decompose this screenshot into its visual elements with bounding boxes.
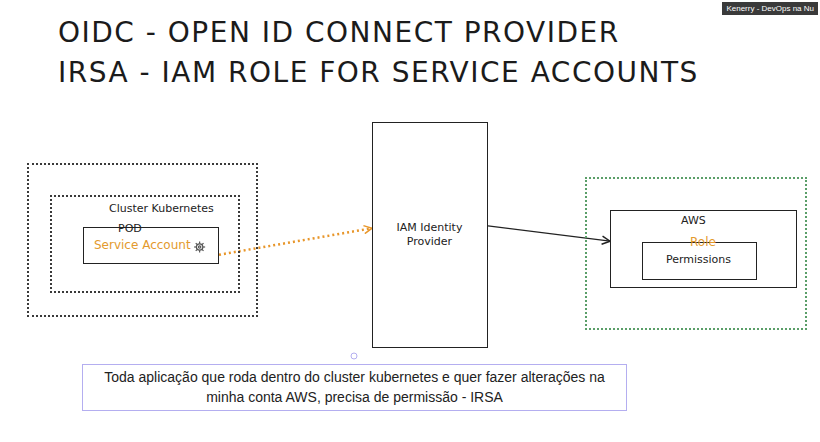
cluster-region: Service Account POD Cluster Kubernetes — [27, 163, 258, 317]
title: OIDC - OPEN ID CONNECT PROVIDER — [58, 16, 620, 50]
connector-arrow — [219, 228, 372, 255]
aws-region: Permissions Role AWS — [585, 177, 807, 330]
node-label: AWS — [681, 214, 706, 228]
subtitle: IRSA - IAM ROLE FOR SERVICE ACCOUNTS — [58, 56, 699, 90]
gear-icon — [194, 242, 205, 253]
node-label: Service Account — [94, 238, 191, 253]
connector-arrow — [488, 226, 610, 241]
service-account-box: Service Account — [83, 227, 219, 264]
node-label: Permissions — [666, 253, 731, 267]
selection-handle — [351, 353, 357, 359]
node-label: Cluster Kubernetes — [109, 202, 214, 216]
webcam-watermark: Kenerry - DevOps na Nu — [722, 2, 818, 15]
identity-provider-box: IAM Identity Provider — [372, 122, 488, 348]
node-label: Role — [690, 235, 716, 250]
node-label: POD — [118, 222, 142, 236]
caption-note: Toda aplicação que roda dentro do cluste… — [82, 364, 627, 411]
node-label: IAM Identity Provider — [381, 221, 478, 249]
